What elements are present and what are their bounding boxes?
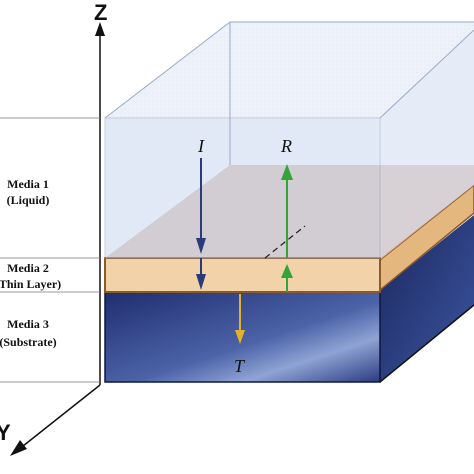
y-axis-label: Y [0,420,11,445]
y-axis [17,384,101,451]
media-2-label: Media 2 [7,261,49,275]
liquid-front-face [104,117,381,259]
boundary-guides [0,117,100,383]
reflected-label: R [280,136,292,156]
incident-arrow [196,158,206,290]
media-1-sublabel: (Liquid) [7,193,50,207]
liquid-side-face [380,30,474,258]
reflected-arrow [281,164,293,292]
transmitted-label: T [234,356,246,376]
media-2-sublabel: (Thin Layer) [0,277,61,291]
substrate-side-face [380,215,474,382]
dashed-normal-line [264,225,306,259]
thin-layer-front-face [104,257,381,293]
z-axis-label: Z [94,0,107,25]
liquid-block [104,21,474,259]
media-1-label: Media 1 [7,177,49,191]
media-3-sublabel: (Substrate) [0,335,57,349]
media-3-label: Media 3 [7,317,49,331]
transmitted-arrow [235,294,245,344]
coordinate-axes: Z Y [0,0,107,456]
z-axis-arrowhead [95,22,105,36]
y-axis-arrowhead [10,440,27,456]
liquid-top-face [105,22,474,118]
incident-label: I [197,136,205,156]
